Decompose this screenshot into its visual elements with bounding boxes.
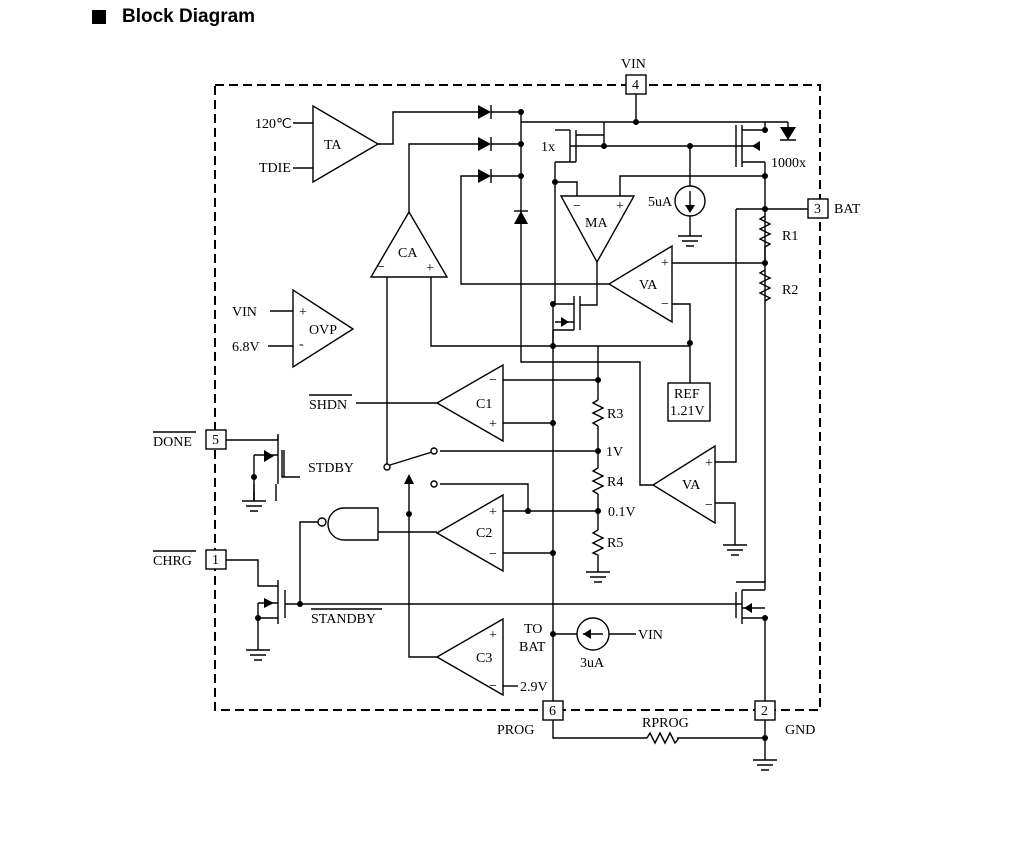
c3-comparator [435,617,504,697]
mirror-1000x-label: 1000x [771,156,806,171]
pmos-1x-transistor-icon [555,129,604,163]
svg-text:+: + [489,505,497,520]
stdby-label: STDBY [308,461,354,476]
current-5ua-label: 5uA [648,195,673,210]
svg-text:−: − [489,679,497,694]
pin-1-label: CHRG [153,554,192,569]
pin-3-box [807,198,829,219]
ref-voltage: 1.21V [670,404,705,419]
svg-text:-: - [299,337,304,352]
nmos-chrg-transistor-icon [258,580,286,624]
va-amplifier-bottom [651,444,716,525]
svg-text:−: − [705,498,713,513]
v1-label: 1V [606,445,623,460]
vin-ovp-label: VIN [232,305,257,320]
svg-text:−: − [573,199,581,214]
r5-label: R5 [607,536,623,551]
pin-5-number: 5 [212,433,219,448]
ta-amplifier [312,104,380,184]
shdn-label: SHDN [309,398,347,413]
svg-text:+: + [489,417,497,432]
svg-text:−: − [377,260,385,275]
pin-6-box [542,700,564,721]
vin-3ua-label: VIN [638,628,663,643]
mirror-1x-label: 1x [541,140,555,155]
c3-label: C3 [476,651,492,666]
r4-label: R4 [607,475,623,490]
to-label: TO [524,622,542,637]
pin-4-box [625,74,647,95]
chip-boundary [214,84,821,711]
ca-label: CA [398,246,418,261]
svg-text:+: + [299,305,307,320]
temp-threshold-label: 120℃ [255,117,292,132]
pin-5-box [205,429,227,450]
c2-comparator [435,493,504,573]
svg-text:+: + [489,628,497,643]
ma-label: MA [585,216,608,231]
svg-text:+: + [426,261,434,276]
bat-label: BAT [519,640,546,655]
nand-gate [317,507,379,541]
pin-2-label: GND [785,723,815,738]
c1-label: C1 [476,397,492,412]
pin-1-box [205,549,227,570]
resistor-icon [591,215,772,745]
r3-label: R3 [607,407,623,422]
section-title: Block Diagram [122,6,256,27]
ref-block [667,382,711,422]
r1-label: R1 [782,229,798,244]
svg-text:+: + [616,199,624,214]
pin-5-label: DONE [153,435,192,450]
svg-text:−: − [489,547,497,562]
pin-4-number: 4 [632,78,639,93]
va-amplifier-top [607,244,673,324]
tdie-label: TDIE [259,161,291,176]
pin-6-number: 6 [549,704,556,719]
r2-label: R2 [782,283,798,298]
pin-2-box [754,700,776,721]
va-bottom-label: VA [682,478,701,493]
v01-label: 0.1V [608,505,636,520]
current-source-3ua-icon [576,617,610,651]
ref-label: REF [674,387,700,402]
rprog-label: RPROG [642,716,689,731]
ovp-comparator [292,288,355,369]
wires [226,94,808,760]
c2-label: C2 [476,526,492,541]
pin-6-label: PROG [497,723,534,738]
diode-icon [478,105,796,224]
pin-3-number: 3 [814,202,821,217]
switch-icon [383,447,438,488]
v29-label: 2.9V [520,680,548,695]
pin-1-number: 1 [212,553,219,568]
current-source-5ua-icon [674,185,706,217]
standby-label: STANDBY [311,612,376,627]
pin-3-label: BAT [834,202,861,217]
svg-text:−: − [661,297,669,312]
ca-amplifier [369,210,449,278]
c1-comparator [435,363,504,443]
nmos-ma-transistor-icon [553,296,581,331]
pin-4-label: VIN [621,57,646,72]
pmos-1000x-transistor-icon [735,125,765,167]
svg-text:−: − [489,373,497,388]
square-bullet-icon [92,10,106,24]
ma-amplifier [559,195,636,264]
ground-icon [242,235,777,771]
ovp-label: OVP [309,323,337,338]
ta-label: TA [324,138,342,153]
nmos-standby-transistor-icon [735,589,765,624]
section-heading: Block Diagram [92,4,255,30]
svg-text:+: + [661,256,669,271]
v68-label: 6.8V [232,340,260,355]
current-3ua-label: 3uA [580,656,605,671]
pin-2-number: 2 [761,704,768,719]
va-top-label: VA [639,278,658,293]
nmos-stdby-transistor-icon [264,434,285,484]
svg-text:+: + [705,456,713,471]
